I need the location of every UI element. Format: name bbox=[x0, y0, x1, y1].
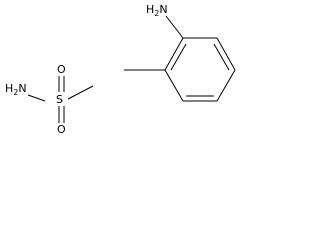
bond-s-methyl bbox=[67, 85, 94, 100]
o-toluidine-structure: H2N bbox=[124, 3, 236, 102]
oxygen-top-label: O bbox=[57, 63, 66, 76]
ring-bond-6 bbox=[164, 37, 184, 71]
ring-bond-5 bbox=[164, 69, 184, 102]
sulfonamide-amine-subscript: 2 bbox=[13, 88, 18, 97]
ring-double-inner-1 bbox=[213, 43, 230, 71]
sulfonamide-amine-n: N bbox=[18, 82, 26, 95]
bond-n-ring bbox=[165, 15, 184, 39]
sulfonamide-amine-h: H bbox=[5, 82, 13, 95]
methanesulfonamide-structure: H2N S O O bbox=[5, 63, 94, 136]
ring-double-inner-3 bbox=[170, 43, 187, 71]
sulfur-label: S bbox=[56, 93, 63, 106]
bond-n-s bbox=[27, 94, 46, 102]
toluidine-amine-subscript: 2 bbox=[154, 9, 159, 18]
oxygen-bottom-label: O bbox=[57, 123, 66, 136]
sulfonamide-amine-label: H2N bbox=[5, 82, 27, 97]
toluidine-amine-label: H2N bbox=[146, 3, 168, 18]
ring-bond-3 bbox=[216, 69, 236, 102]
toluidine-amine-h: H bbox=[146, 3, 154, 16]
chemical-structures-canvas: H2N S O O H2N bbox=[5, 3, 236, 136]
toluidine-amine-n: N bbox=[159, 3, 167, 16]
ring-bond-2 bbox=[216, 37, 236, 71]
